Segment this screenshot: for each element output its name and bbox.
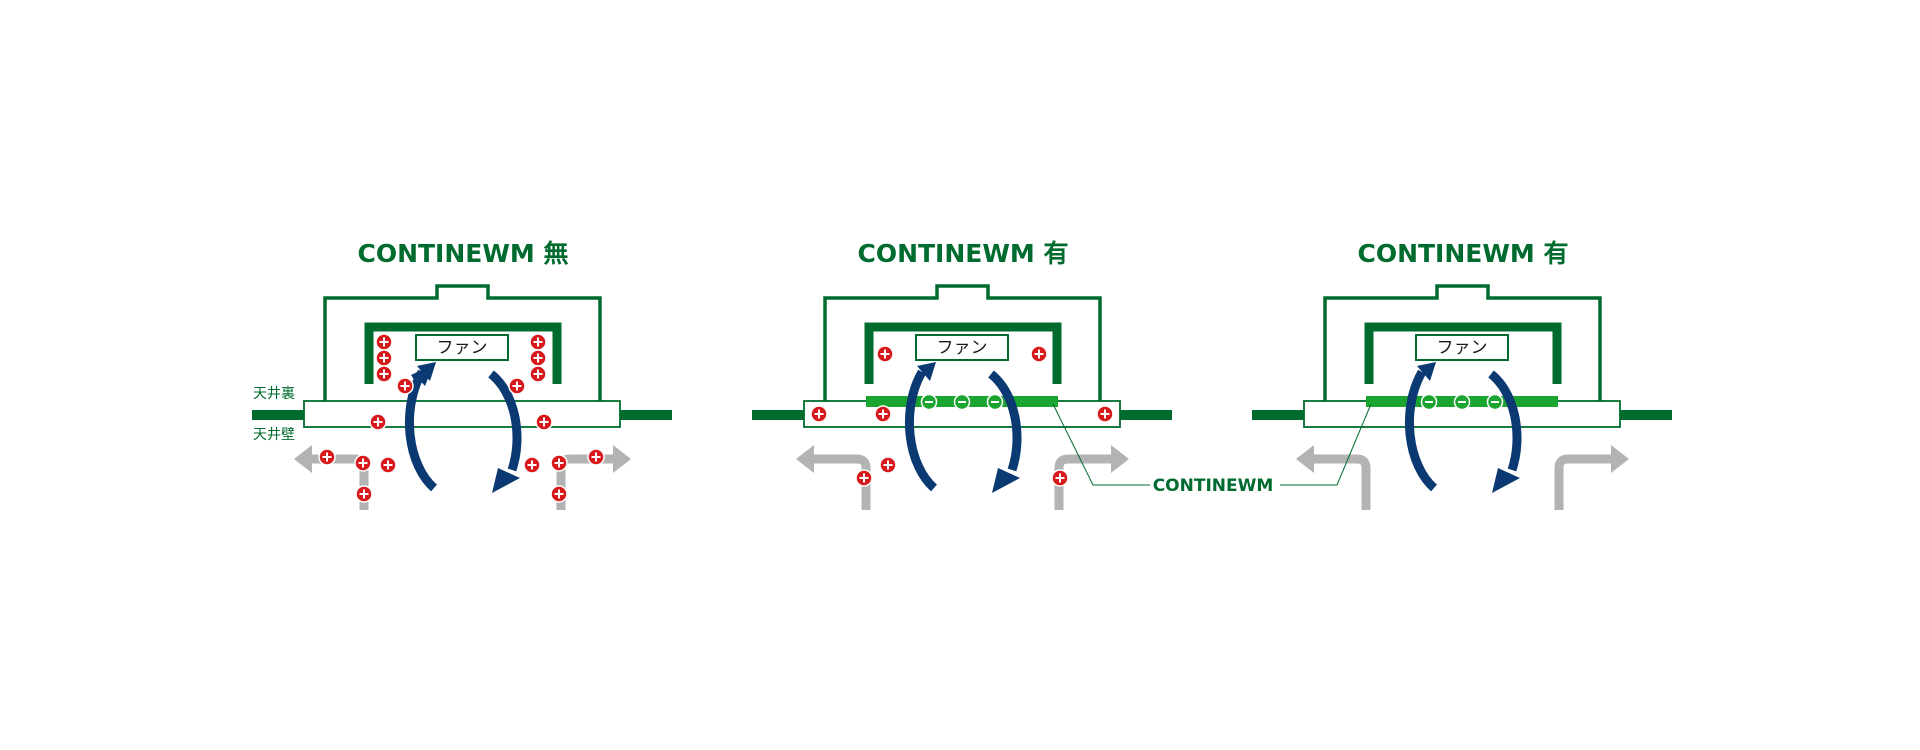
- minus-circle-icon: [953, 393, 971, 411]
- plus-circle-icon: [396, 377, 414, 395]
- fan-label: ファン: [437, 338, 488, 358]
- airflow-arrow-left: [904, 362, 938, 492]
- ceiling-line-right: [1120, 410, 1172, 420]
- plus-circle-icon: [508, 377, 526, 395]
- duct-arrow-left: [1296, 445, 1371, 510]
- fan-box: [1415, 334, 1509, 361]
- plus-circle-icon: [550, 485, 568, 503]
- callout-leader-left: [1052, 403, 1150, 486]
- fan-box: [915, 334, 1009, 361]
- plus-circle-icon: [587, 448, 605, 466]
- ac-housing: [323, 284, 602, 401]
- plus-circle-icon: [375, 333, 393, 351]
- panel-title: CONTINEWM 有: [1357, 239, 1568, 268]
- plus-circle-icon: [379, 456, 397, 474]
- panel-with-continewm-1: CONTINEWM 有 ファン: [752, 239, 1172, 510]
- plus-circle-icon: [1051, 469, 1069, 487]
- minus-circle-icon: [1420, 393, 1438, 411]
- plus-circle-icon: [529, 333, 547, 351]
- plus-circle-icon: [354, 454, 372, 472]
- ac-housing: [823, 284, 1102, 401]
- minus-circle-icon: [986, 393, 1004, 411]
- airflow-arrow-right: [488, 370, 522, 493]
- plus-circle-icon: [855, 469, 873, 487]
- fan-duct: [1364, 322, 1562, 384]
- plus-circle-icon: [810, 405, 828, 423]
- callout-leader-right: [1280, 403, 1372, 486]
- ceiling-panel: [303, 400, 621, 428]
- panel-with-continewm-2: CONTINEWM 有 ファン: [1252, 239, 1672, 510]
- plus-circle-icon: [355, 485, 373, 503]
- airflow-arrow-left: [404, 362, 438, 492]
- panel-title: CONTINEWM 無: [357, 239, 568, 268]
- plus-circle-icon: [874, 405, 892, 423]
- plus-circle-icon: [876, 345, 894, 363]
- negative-charges: [920, 393, 1004, 411]
- fan-duct: [864, 322, 1062, 384]
- fan-label: ファン: [937, 338, 988, 358]
- plus-circle-icon: [535, 413, 553, 431]
- ceiling-wall-label: 天井壁: [253, 427, 295, 443]
- fan-label: ファン: [1437, 338, 1488, 358]
- plus-circle-icon: [318, 448, 336, 466]
- continewm-callout-label: CONTINEWM: [1153, 476, 1274, 496]
- plus-circle-icon: [550, 454, 568, 472]
- plus-circle-icon: [1096, 405, 1114, 423]
- duct-arrow-left: [796, 445, 871, 510]
- ceiling-line-left: [1252, 410, 1304, 420]
- ceiling-back-label: 天井裏: [253, 385, 295, 402]
- negative-charges: [1420, 393, 1504, 411]
- plus-circle-icon: [375, 349, 393, 367]
- plus-circle-icon: [529, 365, 547, 383]
- panel-without-continewm: CONTINEWM 無 ファン 天井裏 天井壁: [252, 239, 672, 510]
- ceiling-line-left: [752, 410, 804, 420]
- plus-circle-icon: [879, 456, 897, 474]
- ceiling-line-left: [252, 410, 304, 420]
- plus-circle-icon: [1030, 345, 1048, 363]
- ceiling-line-right: [620, 410, 672, 420]
- ac-housing: [1323, 284, 1602, 401]
- plus-circle-icon: [529, 349, 547, 367]
- ceiling-line-right: [1620, 410, 1672, 420]
- minus-circle-icon: [1453, 393, 1471, 411]
- panel-title: CONTINEWM 有: [857, 239, 1068, 268]
- minus-circle-icon: [1486, 393, 1504, 411]
- fan-duct: [364, 322, 562, 384]
- minus-circle-icon: [920, 393, 938, 411]
- plus-circle-icon: [523, 456, 541, 474]
- fan-box: [415, 334, 509, 361]
- duct-arrow-right: [1054, 445, 1129, 510]
- duct-arrow-right: [1554, 445, 1629, 510]
- plus-circle-icon: [369, 413, 387, 431]
- airflow-arrow-right: [988, 370, 1022, 493]
- plus-circle-icon: [375, 365, 393, 383]
- continewm-callout: CONTINEWM: [1052, 403, 1372, 496]
- airflow-arrow-left: [1404, 362, 1438, 492]
- airflow-arrow-right: [1488, 370, 1522, 493]
